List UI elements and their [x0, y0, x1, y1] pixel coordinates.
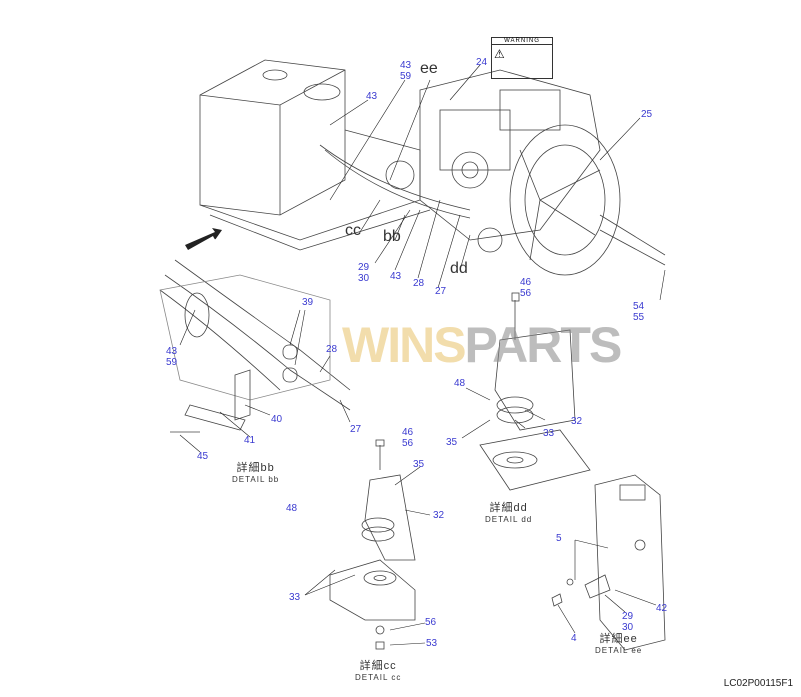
callout[interactable]: 33 — [289, 592, 301, 603]
callout[interactable]: 59 — [400, 71, 412, 82]
callout[interactable]: 30 — [622, 622, 634, 633]
detail-ee-bracket — [551, 474, 666, 651]
callout[interactable]: 29 — [358, 262, 370, 273]
detail-jp: 詳細bb — [236, 462, 275, 474]
callout[interactable]: 59 — [166, 357, 178, 368]
callout[interactable]: 46 — [402, 427, 414, 438]
watermark-part2: PARTS — [464, 317, 623, 373]
engine — [319, 69, 601, 253]
watermark-part1: WINS — [342, 317, 467, 373]
callout[interactable]: 48 — [286, 503, 298, 514]
callout[interactable]: 53 — [426, 638, 438, 649]
callout[interactable]: 5 — [556, 533, 562, 544]
detail-jp: 詳細dd — [489, 502, 528, 514]
detail-jp: 詳細ee — [599, 633, 638, 645]
callout[interactable]: 43 — [166, 346, 178, 357]
leader-lines — [179, 64, 666, 646]
detail-dd-mount — [479, 292, 591, 491]
callout[interactable]: 56 — [425, 617, 437, 628]
detail-en: DETAIL cc — [355, 673, 402, 682]
callout[interactable]: 43 — [390, 271, 402, 282]
callout[interactable]: 24 — [476, 57, 488, 68]
callout[interactable]: 30 — [358, 273, 370, 284]
callout[interactable]: 28 — [326, 344, 338, 355]
callout[interactable]: 25 — [641, 109, 653, 120]
callout-detail-cc[interactable]: cc — [345, 222, 361, 239]
detail-jp: 詳細cc — [359, 660, 397, 672]
callout-detail-ee[interactable]: ee — [420, 60, 438, 77]
fwd-arrow — [185, 228, 222, 250]
callout[interactable]: 39 — [302, 297, 314, 308]
callout[interactable]: 43 — [400, 60, 412, 71]
detail-en: DETAIL dd — [485, 515, 533, 524]
callout[interactable]: 35 — [446, 437, 458, 448]
callout[interactable]: 46 — [520, 277, 532, 288]
callout[interactable]: 43 — [366, 91, 378, 102]
callout[interactable]: 45 — [197, 451, 209, 462]
warning-title: WARNING — [492, 38, 552, 45]
callout[interactable]: 56 — [520, 288, 532, 299]
drawing-code: LC02P00115F1 — [723, 678, 793, 689]
callout[interactable]: 40 — [271, 414, 283, 425]
callout[interactable]: 28 — [413, 278, 425, 289]
watermark: WINSPARTS — [342, 317, 623, 373]
callout[interactable]: 32 — [433, 510, 445, 521]
callout[interactable]: 42 — [656, 603, 668, 614]
callout[interactable]: 54 — [633, 301, 645, 312]
callout[interactable]: 56 — [402, 438, 414, 449]
callout-detail-bb[interactable]: bb — [383, 228, 401, 245]
cooling-fan — [509, 124, 666, 276]
callout-detail-dd[interactable]: dd — [450, 260, 468, 277]
callout[interactable]: 4 — [571, 633, 577, 644]
callout[interactable]: 35 — [413, 459, 425, 470]
detail-cc-mount — [329, 439, 416, 650]
callout[interactable]: 29 — [622, 611, 634, 622]
callout[interactable]: 32 — [571, 416, 583, 427]
callout[interactable]: 55 — [633, 312, 645, 323]
callout[interactable]: 41 — [244, 435, 256, 446]
detail-en: DETAIL ee — [595, 646, 643, 655]
warning-label: WARNING ⚠ — [491, 37, 553, 79]
callout[interactable]: 33 — [543, 428, 555, 439]
callout[interactable]: 27 — [350, 424, 362, 435]
warning-icon: ⚠ — [494, 47, 505, 61]
callout[interactable]: 27 — [435, 286, 447, 297]
detail-bb-hoses — [159, 259, 351, 433]
callout[interactable]: 48 — [454, 378, 466, 389]
detail-en: DETAIL bb — [232, 475, 280, 484]
hydraulic-tank-frame — [199, 59, 431, 251]
